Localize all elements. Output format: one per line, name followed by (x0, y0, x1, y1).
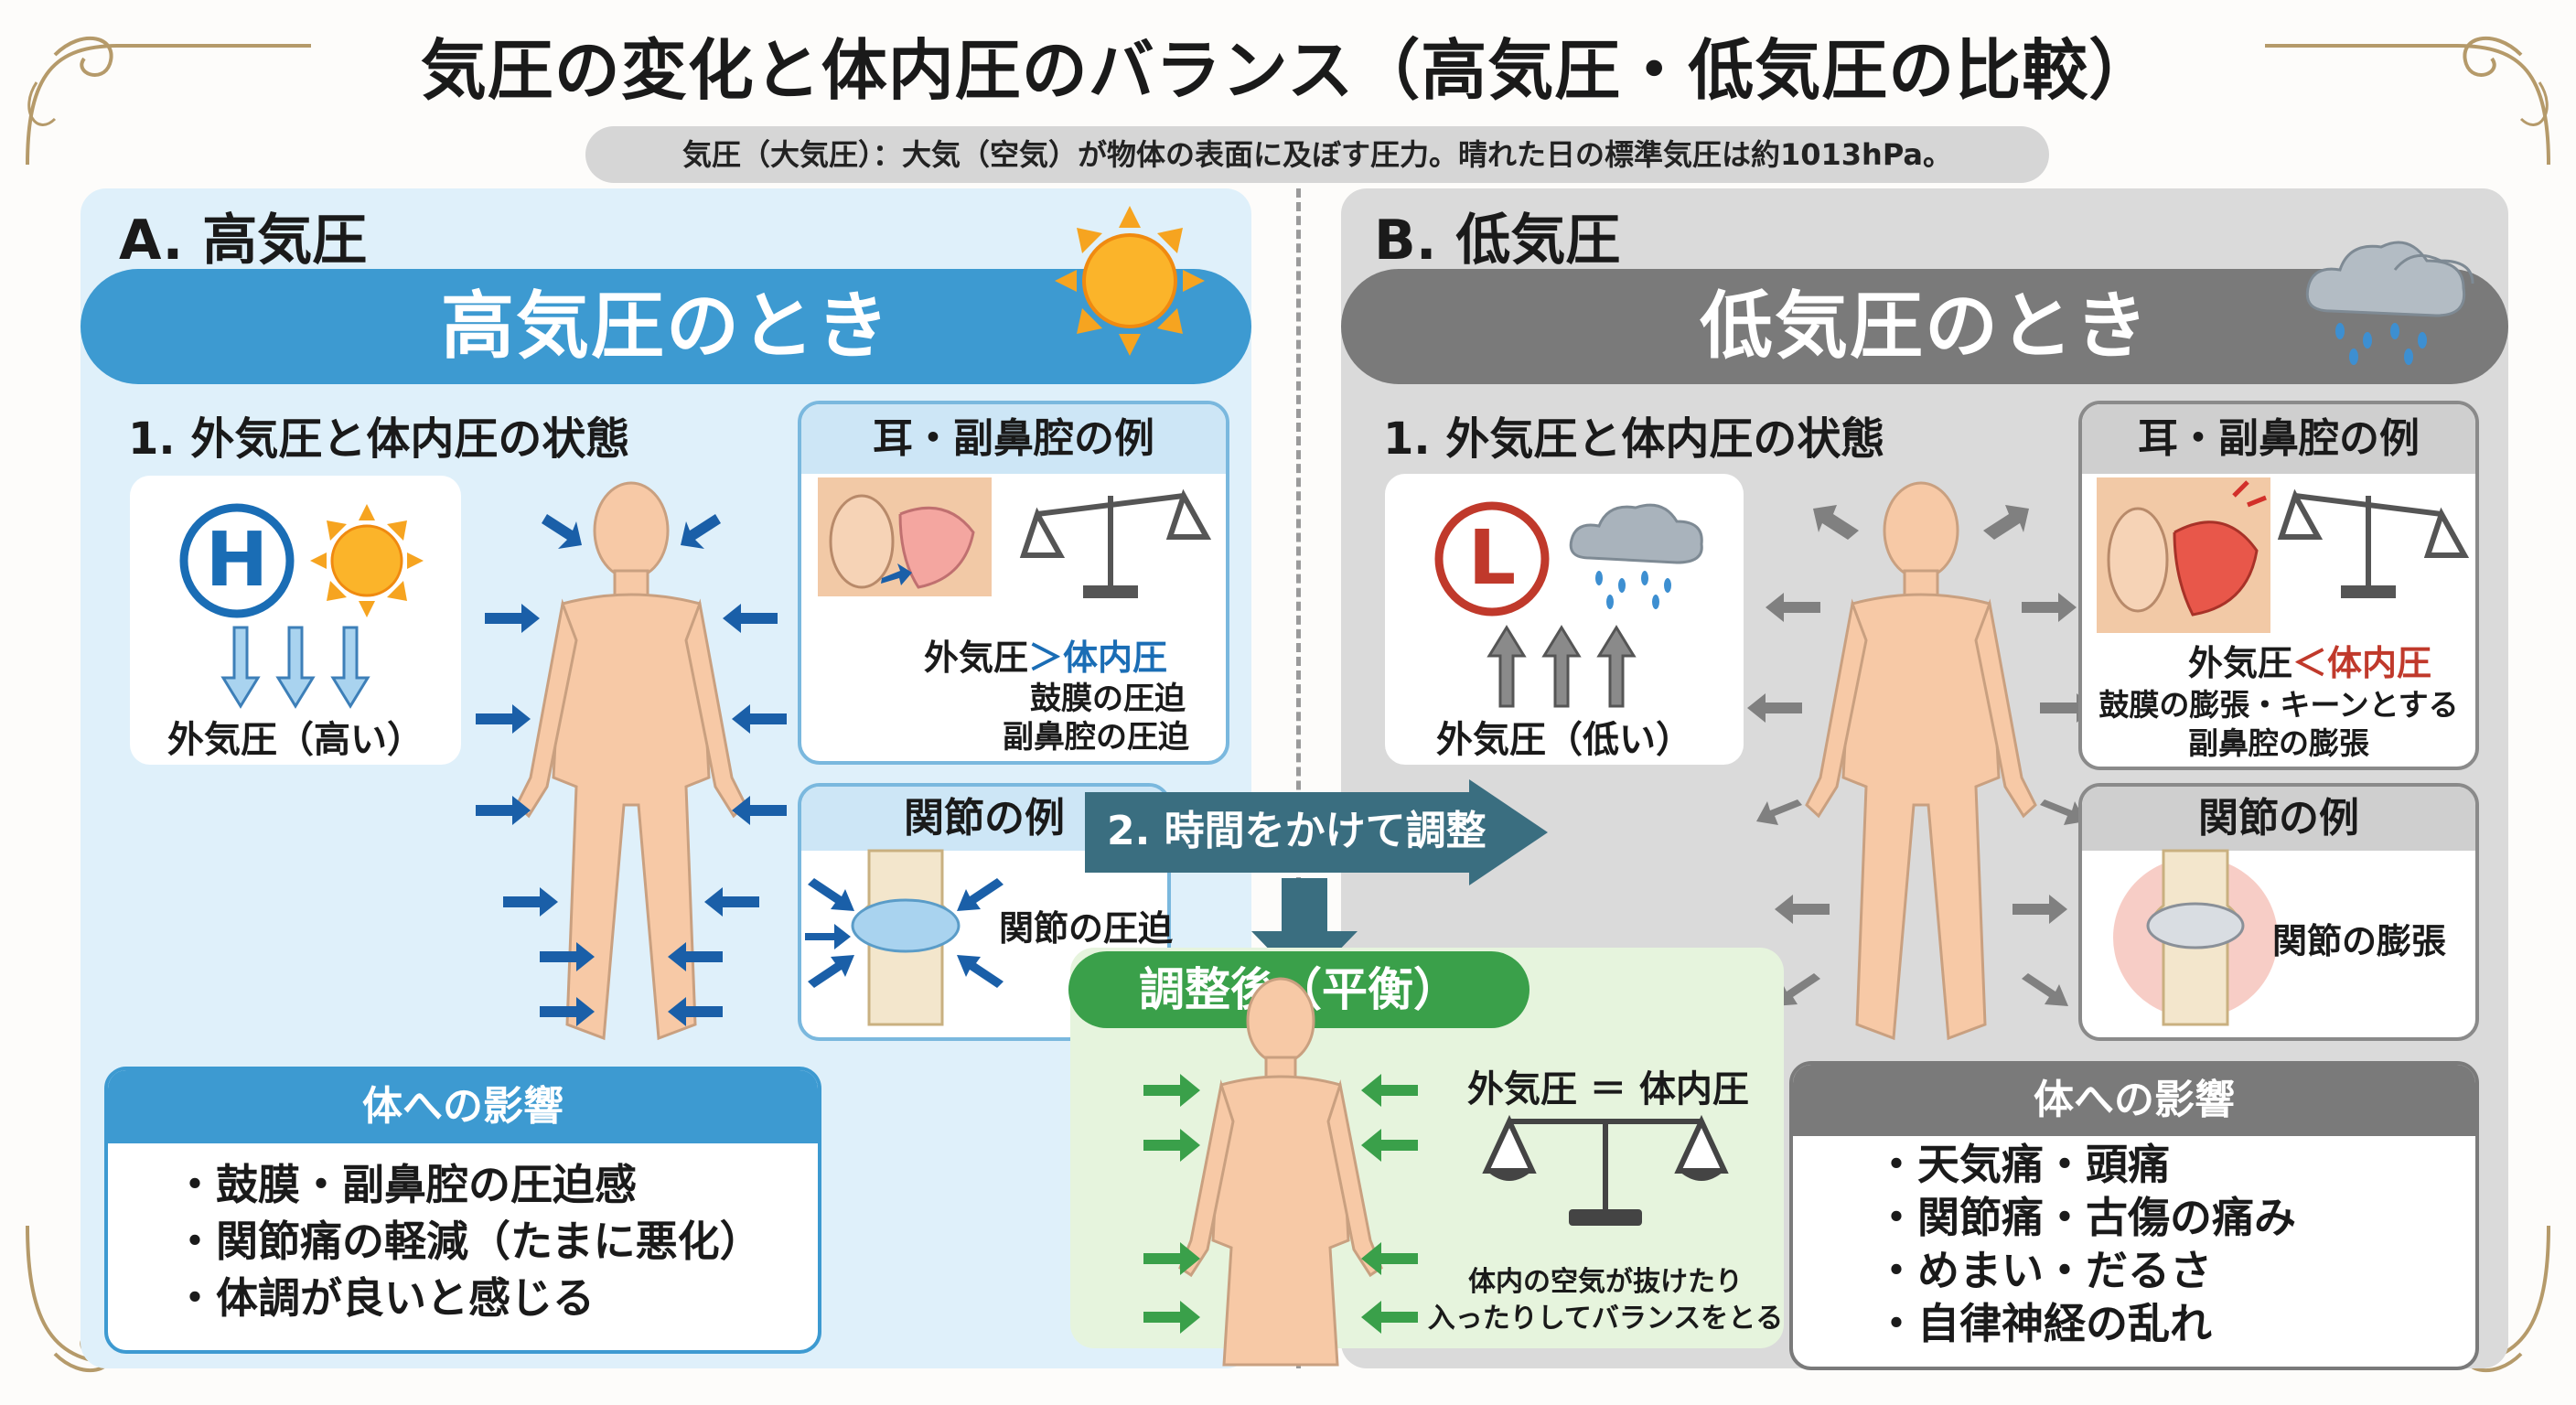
cloud-rain-small-icon (1569, 503, 1703, 609)
high-effects-list: ・鼓膜・副鼻腔の圧迫感 ・関節痛の軽減（たまに悪化） ・体調が良いと感じる (108, 1143, 818, 1326)
low-effects-list: ・天気痛・頭痛 ・関節痛・古傷の痛み ・めまい・だるさ ・自律神経の乱れ (1793, 1136, 2475, 1350)
low-ear-compare: 外気圧＜体内圧 (2188, 635, 2431, 685)
high-effect-item: ・鼓膜・副鼻腔の圧迫感 (174, 1160, 637, 1209)
body-figure-balanced-icon (1178, 977, 1383, 1367)
balanced-equation: 外気圧 ＝ 体内圧 (1467, 1068, 1749, 1110)
high-banner: 高気圧のとき (80, 269, 1251, 384)
joint-compressed-icon (805, 849, 1004, 1026)
high-ear-line1: 鼓膜の圧迫 (1030, 681, 1186, 717)
balanced-arrows-icon (1143, 1074, 1418, 1334)
high-effect-item: ・体調が良いと感じる (174, 1273, 595, 1323)
balanced-note2: 入ったりしてバランスをとる (1427, 1303, 1784, 1335)
low-badge-letter: L (1467, 515, 1517, 602)
adjust-down-arrow-icon (1251, 878, 1358, 986)
low-effect-item: ・天気痛・頭痛 (1875, 1140, 2170, 1189)
low-ear-line1: 鼓膜の膨張・キーンとする (2098, 687, 2459, 723)
page-title: 気圧の変化と体内圧のバランス（高気圧・低気圧の比較） (420, 32, 2156, 109)
balanced-scale-icon (1482, 1114, 1729, 1226)
up-arrows-icon (1487, 625, 1637, 708)
low-effects-title: 体への影響 (1793, 1065, 2475, 1136)
high-section-title: A. 高気圧 (119, 209, 368, 273)
low-scale-tilted-icon (2277, 488, 2470, 598)
panel-divider (1296, 188, 1301, 1368)
high-state-title: 1. 外気圧と体内圧の状態 (128, 413, 630, 465)
high-ear-line2: 副鼻腔の圧迫 (1003, 719, 1189, 756)
high-ear-compare-sign: ＞ (1028, 638, 1064, 678)
low-joint-title: 関節の例 (2082, 787, 2475, 851)
cloud-rain-icon (2305, 241, 2474, 365)
low-effect-item: ・めまい・だるさ (1875, 1246, 2212, 1295)
high-ear-title: 耳・副鼻腔の例 (801, 404, 1226, 474)
sun-icon (1055, 206, 1205, 356)
down-arrows-icon (220, 626, 370, 709)
high-badge-letter: H (205, 517, 269, 604)
ear-swollen-icon (2097, 477, 2270, 633)
corner-ornament-top-left (26, 37, 311, 166)
low-effect-item: ・関節痛・古傷の痛み (1875, 1193, 2296, 1242)
low-ear-line2: 副鼻腔の膨張 (2188, 725, 2369, 761)
joint-swollen-icon (2113, 849, 2278, 1026)
low-pressure-label: 外気圧（低い） (1436, 719, 1692, 761)
low-section-title: B. 低気圧 (1374, 209, 1621, 273)
high-effects-box: 体への影響 ・鼓膜・副鼻腔の圧迫感 ・関節痛の軽減（たまに悪化） ・体調が良いと… (104, 1067, 821, 1354)
adjust-right-arrow-icon (1085, 779, 1548, 885)
adjust-step-label: 2. 時間をかけて調整 (1107, 808, 1487, 854)
outward-arrows-icon (1747, 505, 2095, 1006)
high-pressure-badge-icon (179, 503, 295, 618)
body-figure-low-icon (1805, 481, 2037, 1041)
low-effect-item: ・自律神経の乱れ (1875, 1299, 2212, 1348)
low-ear-compare-sign: ＜ (2292, 643, 2328, 683)
sun-small-icon (310, 504, 424, 617)
high-pressure-label: 外気圧（高い） (167, 719, 424, 761)
high-ear-compare-left: 外気圧 (924, 638, 1029, 678)
body-figure-high-icon (515, 481, 747, 1041)
high-ear-compare-right: 体内圧 (1063, 638, 1168, 678)
low-ear-title: 耳・副鼻腔の例 (2082, 404, 2475, 474)
ear-cross-section-icon (818, 477, 992, 596)
high-joint-text: 関節の圧迫 (999, 908, 1174, 949)
inward-arrows-icon (476, 514, 787, 1026)
low-pressure-badge-icon (1434, 501, 1550, 617)
corner-ornament-top-right (2265, 37, 2550, 166)
low-ear-compare-right: 体内圧 (2327, 643, 2432, 683)
pressure-definition: 気圧（大気圧）：大気（空気）が物体の表面に及ぼす圧力。晴れた日の標準気圧は約10… (585, 126, 2049, 183)
low-effects-box: 体への影響 ・天気痛・頭痛 ・関節痛・古傷の痛み ・めまい・だるさ ・自律神経の… (1789, 1061, 2479, 1370)
high-effect-item: ・関節痛の軽減（たまに悪化） (174, 1217, 762, 1266)
low-ear-compare-left: 外気圧 (2188, 643, 2293, 683)
low-joint-text: 関節の膨張 (2272, 921, 2447, 961)
high-ear-compare: 外気圧＞体内圧 (924, 629, 1167, 680)
high-effects-title: 体への影響 (108, 1070, 818, 1143)
low-state-title: 1. 外気圧と体内圧の状態 (1383, 413, 1885, 465)
balanced-note1: 体内の空気が抜けたり (1468, 1266, 1743, 1298)
high-scale-tilted-icon (1019, 488, 1212, 598)
